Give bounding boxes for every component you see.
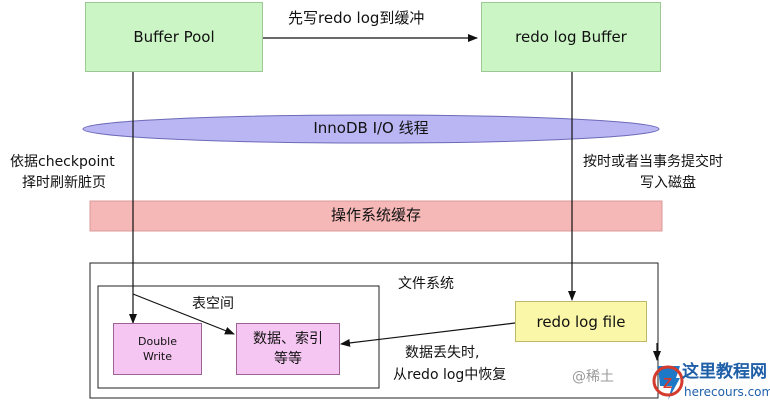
double-write-box: Double Write	[113, 323, 202, 375]
os-cache-band	[89, 200, 663, 232]
svg-text:Z: Z	[663, 375, 672, 392]
buffer-pool-label: Buffer Pool	[133, 28, 215, 46]
watermark-site-url: herecours.com	[684, 385, 770, 399]
redo-log-file-label: redo log file	[536, 312, 626, 331]
data-index-label-line1: 数据、索引	[253, 331, 323, 347]
double-write-label-line2: Write	[142, 350, 173, 363]
os-cache-label: 操作系统缓存	[330, 206, 421, 224]
edge-label-recover-line2: 从redo log中恢复	[393, 367, 507, 383]
edge-label-recover-line1: 数据丢失时,	[405, 345, 480, 361]
edge-doublewrite-to-data	[132, 293, 235, 335]
edge-label-commit-line1: 按时或者当事务提交时	[583, 154, 723, 170]
watermark-site-name: 这里教程网	[682, 362, 767, 382]
redo-log-buffer-label: redo log Buffer	[515, 28, 627, 46]
buffer-pool-box: Buffer Pool	[85, 2, 263, 72]
tablespace-title: 表空间	[192, 296, 234, 312]
edge-label-checkpoint-line2: 择时刷新脏页	[22, 175, 106, 191]
io-thread-ellipse	[82, 114, 660, 144]
redo-log-file-box: redo log file	[515, 301, 647, 342]
data-index-box: 数据、索引 等等	[236, 323, 340, 375]
file-system-container	[89, 262, 659, 399]
io-thread-label: InnoDB I/O 线程	[313, 119, 429, 137]
edge-label-checkpoint-line1: 依据checkpoint	[10, 154, 115, 170]
data-index-label-line2: 等等	[274, 351, 302, 367]
site-logo: Z	[652, 365, 684, 400]
edge-label-write-redo: 先写redo log到缓冲	[288, 9, 425, 27]
double-write-label-line1: Double	[138, 335, 177, 348]
edge-label-commit-line2: 写入磁盘	[640, 175, 696, 191]
watermark-juejin: @稀土	[572, 369, 614, 385]
redo-log-buffer-box: redo log Buffer	[481, 2, 661, 72]
edge-recover-from-redo	[340, 322, 516, 347]
file-system-title: 文件系统	[398, 276, 454, 292]
tablespace-container	[97, 285, 380, 389]
